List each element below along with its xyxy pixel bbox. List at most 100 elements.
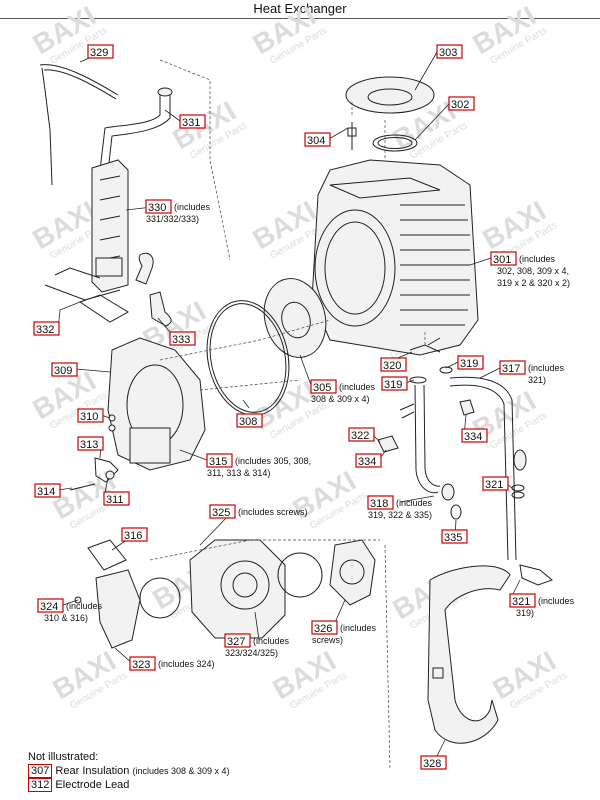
callout-box [87, 44, 114, 59]
callout-note: (includes 324) [158, 659, 215, 669]
callout-number: 317 [502, 363, 520, 375]
not-illustrated-item: 307 Rear Insulation (includes 308 & 309 … [28, 764, 230, 778]
callout-note: (includes [174, 202, 211, 212]
callout-note: screws) [312, 635, 343, 645]
callout-box [77, 436, 104, 451]
callout-326: 326 (includes screws) [311, 620, 377, 645]
callout-box [33, 321, 60, 336]
callout-labels: 329331330(includes331/332/333)3323333033… [33, 44, 575, 770]
part-label: Electrode Lead [55, 779, 130, 791]
callout-316: 316 [121, 527, 148, 542]
callout-number: 315 [209, 456, 227, 468]
callout-302: 302 [448, 96, 475, 111]
part-number: 307 [28, 764, 53, 778]
part-note: (includes 308 & 309 x 4) [132, 766, 230, 776]
callout-number: 304 [307, 135, 325, 147]
callout-332: 332 [33, 321, 60, 336]
callout-box [355, 453, 382, 468]
callout-number: 329 [90, 47, 108, 59]
part-330-sensor-block [91, 159, 129, 293]
callout-334: 334 [355, 453, 382, 468]
callout-number: 332 [36, 324, 54, 336]
callout-number: 303 [439, 47, 457, 59]
callout-box [380, 357, 407, 372]
callout-box [348, 427, 375, 442]
callout-number: 314 [37, 486, 55, 498]
callout-319: 319 [457, 355, 484, 370]
callout-number: 321 [512, 596, 530, 608]
callout-303: 303 [436, 44, 463, 59]
callout-331: 331 [179, 114, 206, 129]
callout-box [224, 633, 251, 648]
callout-number: 310 [80, 411, 98, 423]
callout-box [236, 413, 263, 428]
part-325-326-327-fan-assembly [139, 539, 376, 639]
callout-number: 301 [493, 254, 511, 266]
callout-note: (includes [396, 498, 433, 508]
callout-313: 313 [77, 436, 104, 451]
callout-note: 308 & 309 x 4) [311, 394, 370, 404]
callout-320: 320 [380, 357, 407, 372]
callout-note: (includes [66, 601, 103, 611]
callout-note: 319, 322 & 335) [368, 510, 432, 520]
callout-note: (includes [519, 254, 556, 264]
callout-number: 334 [358, 456, 376, 468]
part-label: Rear Insulation [55, 765, 130, 777]
callout-note: (includes [340, 623, 377, 633]
callout-308: 308 [236, 413, 263, 428]
callout-number: 302 [451, 99, 469, 111]
not-illustrated-item: 312 Electrode Lead [28, 778, 230, 792]
part-301-heat-exchanger [311, 159, 479, 356]
part-318-flow-pipe [399, 384, 462, 520]
callout-number: 311 [106, 494, 124, 506]
callout-number: 335 [444, 532, 462, 544]
callout-note: (includes screws) [238, 507, 308, 517]
callout-number: 324 [40, 601, 58, 613]
callout-box [367, 495, 394, 510]
callout-box [311, 620, 338, 635]
callout-334: 334 [461, 428, 488, 443]
callout-335: 335 [441, 529, 468, 544]
callout-325: 325(includes screws) [209, 504, 308, 519]
callout-314: 314 [34, 483, 61, 498]
callout-note: 319 x 2 & 320 x 2) [497, 278, 570, 288]
callout-333: 333 [169, 331, 196, 346]
callout-note: (includes [253, 636, 290, 646]
callout-box [381, 376, 408, 391]
callout-number: 322 [351, 430, 369, 442]
callout-note: 331/332/333) [146, 214, 199, 224]
callout-number: 326 [314, 623, 332, 635]
callout-box [145, 199, 172, 214]
callout-note: 310 & 316) [44, 613, 88, 623]
not-illustrated-list: Not illustrated: 307 Rear Insulation (in… [28, 750, 230, 792]
callout-box [420, 755, 447, 770]
callout-box [490, 251, 517, 266]
part-333-elbows [135, 252, 172, 327]
callout-box [179, 114, 206, 129]
part-328-flue [427, 565, 511, 744]
part-303-cover [345, 76, 435, 114]
callout-323: 323(includes 324) [129, 656, 215, 671]
part-number: 312 [28, 778, 53, 792]
callout-note: 302, 308, 309 x 4, [497, 266, 569, 276]
callout-box [206, 453, 233, 468]
callout-box [436, 44, 463, 59]
callout-box [129, 656, 156, 671]
callout-315: 315(includes 305, 308,311, 313 & 314) [206, 453, 311, 478]
callout-box [209, 504, 236, 519]
callout-note: (includes [339, 382, 376, 392]
callout-number: 321 [485, 479, 503, 491]
callout-note: (includes 305, 308, [235, 456, 311, 466]
callout-note: 321) [528, 375, 546, 385]
assembly-guide-lines [149, 59, 426, 771]
callout-324: 324 (includes 310 & 316) [37, 598, 103, 623]
callout-box [482, 476, 509, 491]
